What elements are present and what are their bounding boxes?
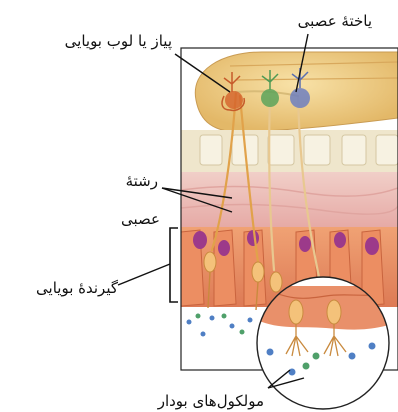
receptor-bracket (170, 228, 178, 302)
label-nerve-fiber-line1: رشتهٔ (114, 172, 158, 190)
tissue-layer (181, 172, 398, 227)
label-nerve-cell: یاختهٔ عصبی (266, 12, 372, 30)
label-odor-molecules: مولکول‌های بودار (124, 392, 264, 410)
label-nerve-fiber-line2: عصبی (120, 210, 160, 228)
label-olfactory-bulb: پیاز یا لوب بویایی (22, 32, 172, 50)
label-olfactory-receptor: گیرندهٔ بویایی (2, 279, 118, 297)
